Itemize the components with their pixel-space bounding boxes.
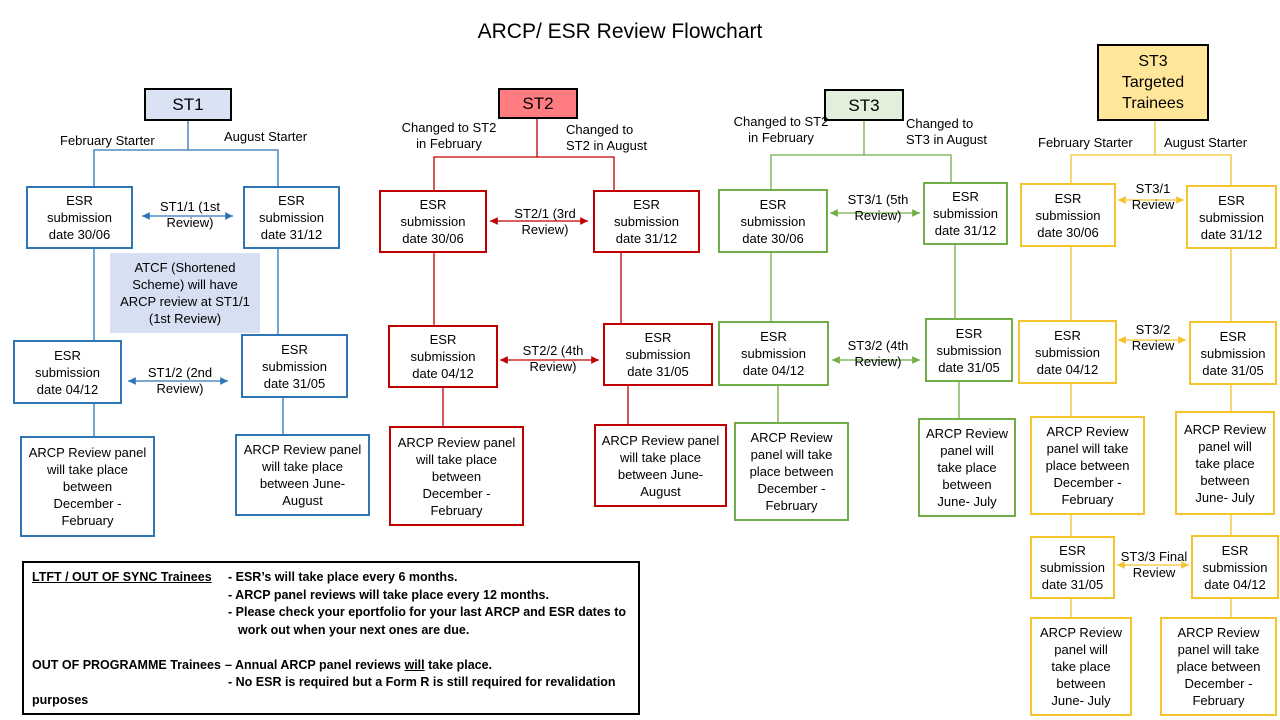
oop-line-2: - No ESR is required but a Form R is sti… xyxy=(228,675,616,689)
st2-esr-box-4: ESR submission date 31/05 xyxy=(603,323,713,386)
ltft-line-1: - ESR’s will take place every 6 months. xyxy=(228,570,458,584)
atcf-note: ATCF (Shortened Scheme) will have ARCP r… xyxy=(110,253,260,333)
st2-esr-box-2: ESR submission date 31/12 xyxy=(593,190,700,253)
st3-review-1-label: ST3/1 (5th Review) xyxy=(847,192,909,223)
st2-review-2-label: ST2/2 (4th Review) xyxy=(522,343,584,374)
st3-targeted-review-3-label: ST3/3 Final Review xyxy=(1120,549,1188,580)
st3-panel-box-2: ARCP Review panel will take place betwee… xyxy=(918,418,1016,517)
st2-feb-label: Changed to ST2 in February xyxy=(401,120,497,151)
st1-esr-box-1: ESR submission date 30/06 xyxy=(26,186,133,249)
st3-panel-box-1: ARCP Review panel will take place betwee… xyxy=(734,422,849,521)
st1-feb-label: February Starter xyxy=(60,133,155,148)
st3-targeted-review-2-label: ST3/2 Review xyxy=(1131,322,1175,353)
st3-esr-box-3: ESR submission date 04/12 xyxy=(718,321,829,386)
st3-targeted-panel-box-3: ARCP Review panel will take place betwee… xyxy=(1030,617,1132,716)
st3-esr-box-1: ESR submission date 30/06 xyxy=(718,189,828,253)
st3-review-2-label: ST3/2 (4th Review) xyxy=(847,338,909,369)
st2-panel-box-1: ARCP Review panel will take place betwee… xyxy=(389,426,524,526)
st3-targeted-esr-box-4: ESR submission date 31/05 xyxy=(1189,321,1277,385)
oop-label: OUT OF PROGRAMME Trainees xyxy=(32,657,221,672)
ltft-line-4: work out when your next ones are due. xyxy=(238,622,470,637)
oop-line-1-underlined: will xyxy=(404,657,425,672)
st3-targeted-esr-box-3: ESR submission date 04/12 xyxy=(1018,320,1117,384)
st3-aug-label: Changed to ST3 in August xyxy=(906,116,987,147)
st3-targeted-panel-box-2: ARCP Review panel will take place betwee… xyxy=(1175,411,1275,515)
st3-targeted-panel-box-1: ARCP Review panel will take place betwee… xyxy=(1030,416,1145,515)
st2-esr-box-3: ESR submission date 04/12 xyxy=(388,325,498,388)
ltft-label: LTFT / OUT OF SYNC Trainees xyxy=(32,570,212,584)
st2-review-1-label: ST2/1 (3rd Review) xyxy=(514,206,576,237)
st1-panel-box-1: ARCP Review panel will take place betwee… xyxy=(20,436,155,537)
st2-aug-label: Changed to ST2 in August xyxy=(566,122,647,153)
ltft-line-3: - Please check your eportfolio for your … xyxy=(228,605,627,619)
st2-panel-box-2: ARCP Review panel will take place betwee… xyxy=(594,424,727,507)
st1-review-1-label: ST1/1 (1st Review) xyxy=(160,199,220,230)
st3-esr-box-4: ESR submission date 31/05 xyxy=(925,318,1013,382)
st3-targeted-feb-label: February Starter xyxy=(1038,135,1133,150)
st3-feb-label: Changed to ST2 in February xyxy=(733,114,829,145)
oop-line-1-post: take place. xyxy=(424,657,493,672)
st1-aug-label: August Starter xyxy=(224,129,308,144)
st1-panel-box-2: ARCP Review panel will take place betwee… xyxy=(235,434,370,516)
ltft-line-2: - ARCP panel reviews will take place eve… xyxy=(228,587,549,602)
st3-targeted-review-1-label: ST3/1 Review xyxy=(1131,181,1175,212)
st3-targeted-esr-box-5: ESR submission date 31/05 xyxy=(1030,536,1115,599)
st3-targeted-esr-box-1: ESR submission date 30/06 xyxy=(1020,183,1116,247)
st1-esr-box-4: ESR submission date 31/05 xyxy=(241,334,348,398)
st1-esr-box-2: ESR submission date 31/12 xyxy=(243,186,340,249)
st3-esr-box-2: ESR submission date 31/12 xyxy=(923,182,1008,245)
oop-line-3: purposes xyxy=(32,692,89,707)
notes-box: LTFT / OUT OF SYNC Trainees - ESR’s will… xyxy=(22,561,640,715)
st1-header: ST1 xyxy=(144,88,232,121)
oop-line-1: – Annual ARCP panel reviews will take pl… xyxy=(225,657,492,675)
st2-header: ST2 xyxy=(498,88,578,119)
st3-targeted-aug-label: August Starter xyxy=(1164,135,1248,150)
st3-header: ST3 xyxy=(824,89,904,121)
oop-line-1-pre: – Annual ARCP panel reviews xyxy=(225,657,405,672)
st1-review-2-label: ST1/2 (2nd Review) xyxy=(147,365,213,396)
st1-esr-box-3: ESR submission date 04/12 xyxy=(13,340,122,404)
st3-targeted-esr-box-6: ESR submission date 04/12 xyxy=(1191,535,1279,599)
st3-targeted-esr-box-2: ESR submission date 31/12 xyxy=(1186,185,1277,249)
page-title: ARCP/ ESR Review Flowchart xyxy=(477,20,763,43)
st3-targeted-header: ST3 Targeted Trainees xyxy=(1097,44,1209,121)
st3-targeted-panel-box-4: ARCP Review panel will take place betwee… xyxy=(1160,617,1277,716)
st2-esr-box-1: ESR submission date 30/06 xyxy=(379,190,487,253)
